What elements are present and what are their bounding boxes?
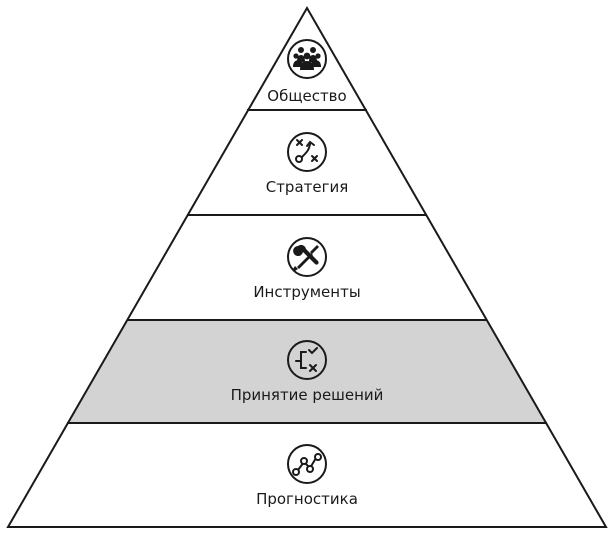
trend-line-icon	[287, 444, 327, 484]
level-label-strategy: Стратегия	[266, 178, 349, 196]
tools-icon	[287, 237, 327, 277]
level-label-society: Общество	[267, 87, 346, 105]
level-forecasting: Прогностика	[256, 444, 358, 508]
people-group-icon	[287, 39, 327, 79]
level-strategy: Стратегия	[266, 132, 349, 196]
level-label-decisions: Принятие решений	[231, 386, 384, 404]
level-society: Общество	[267, 39, 347, 105]
decision-checklist-icon	[287, 340, 327, 380]
pyramid-outline	[6, 5, 608, 528]
level-label-forecasting: Прогностика	[256, 490, 358, 508]
level-decisions: Принятие решений	[231, 340, 384, 404]
level-tools: Инструменты	[253, 237, 361, 301]
level-label-tools: Инструменты	[253, 283, 360, 301]
strategy-path-icon	[287, 132, 327, 172]
